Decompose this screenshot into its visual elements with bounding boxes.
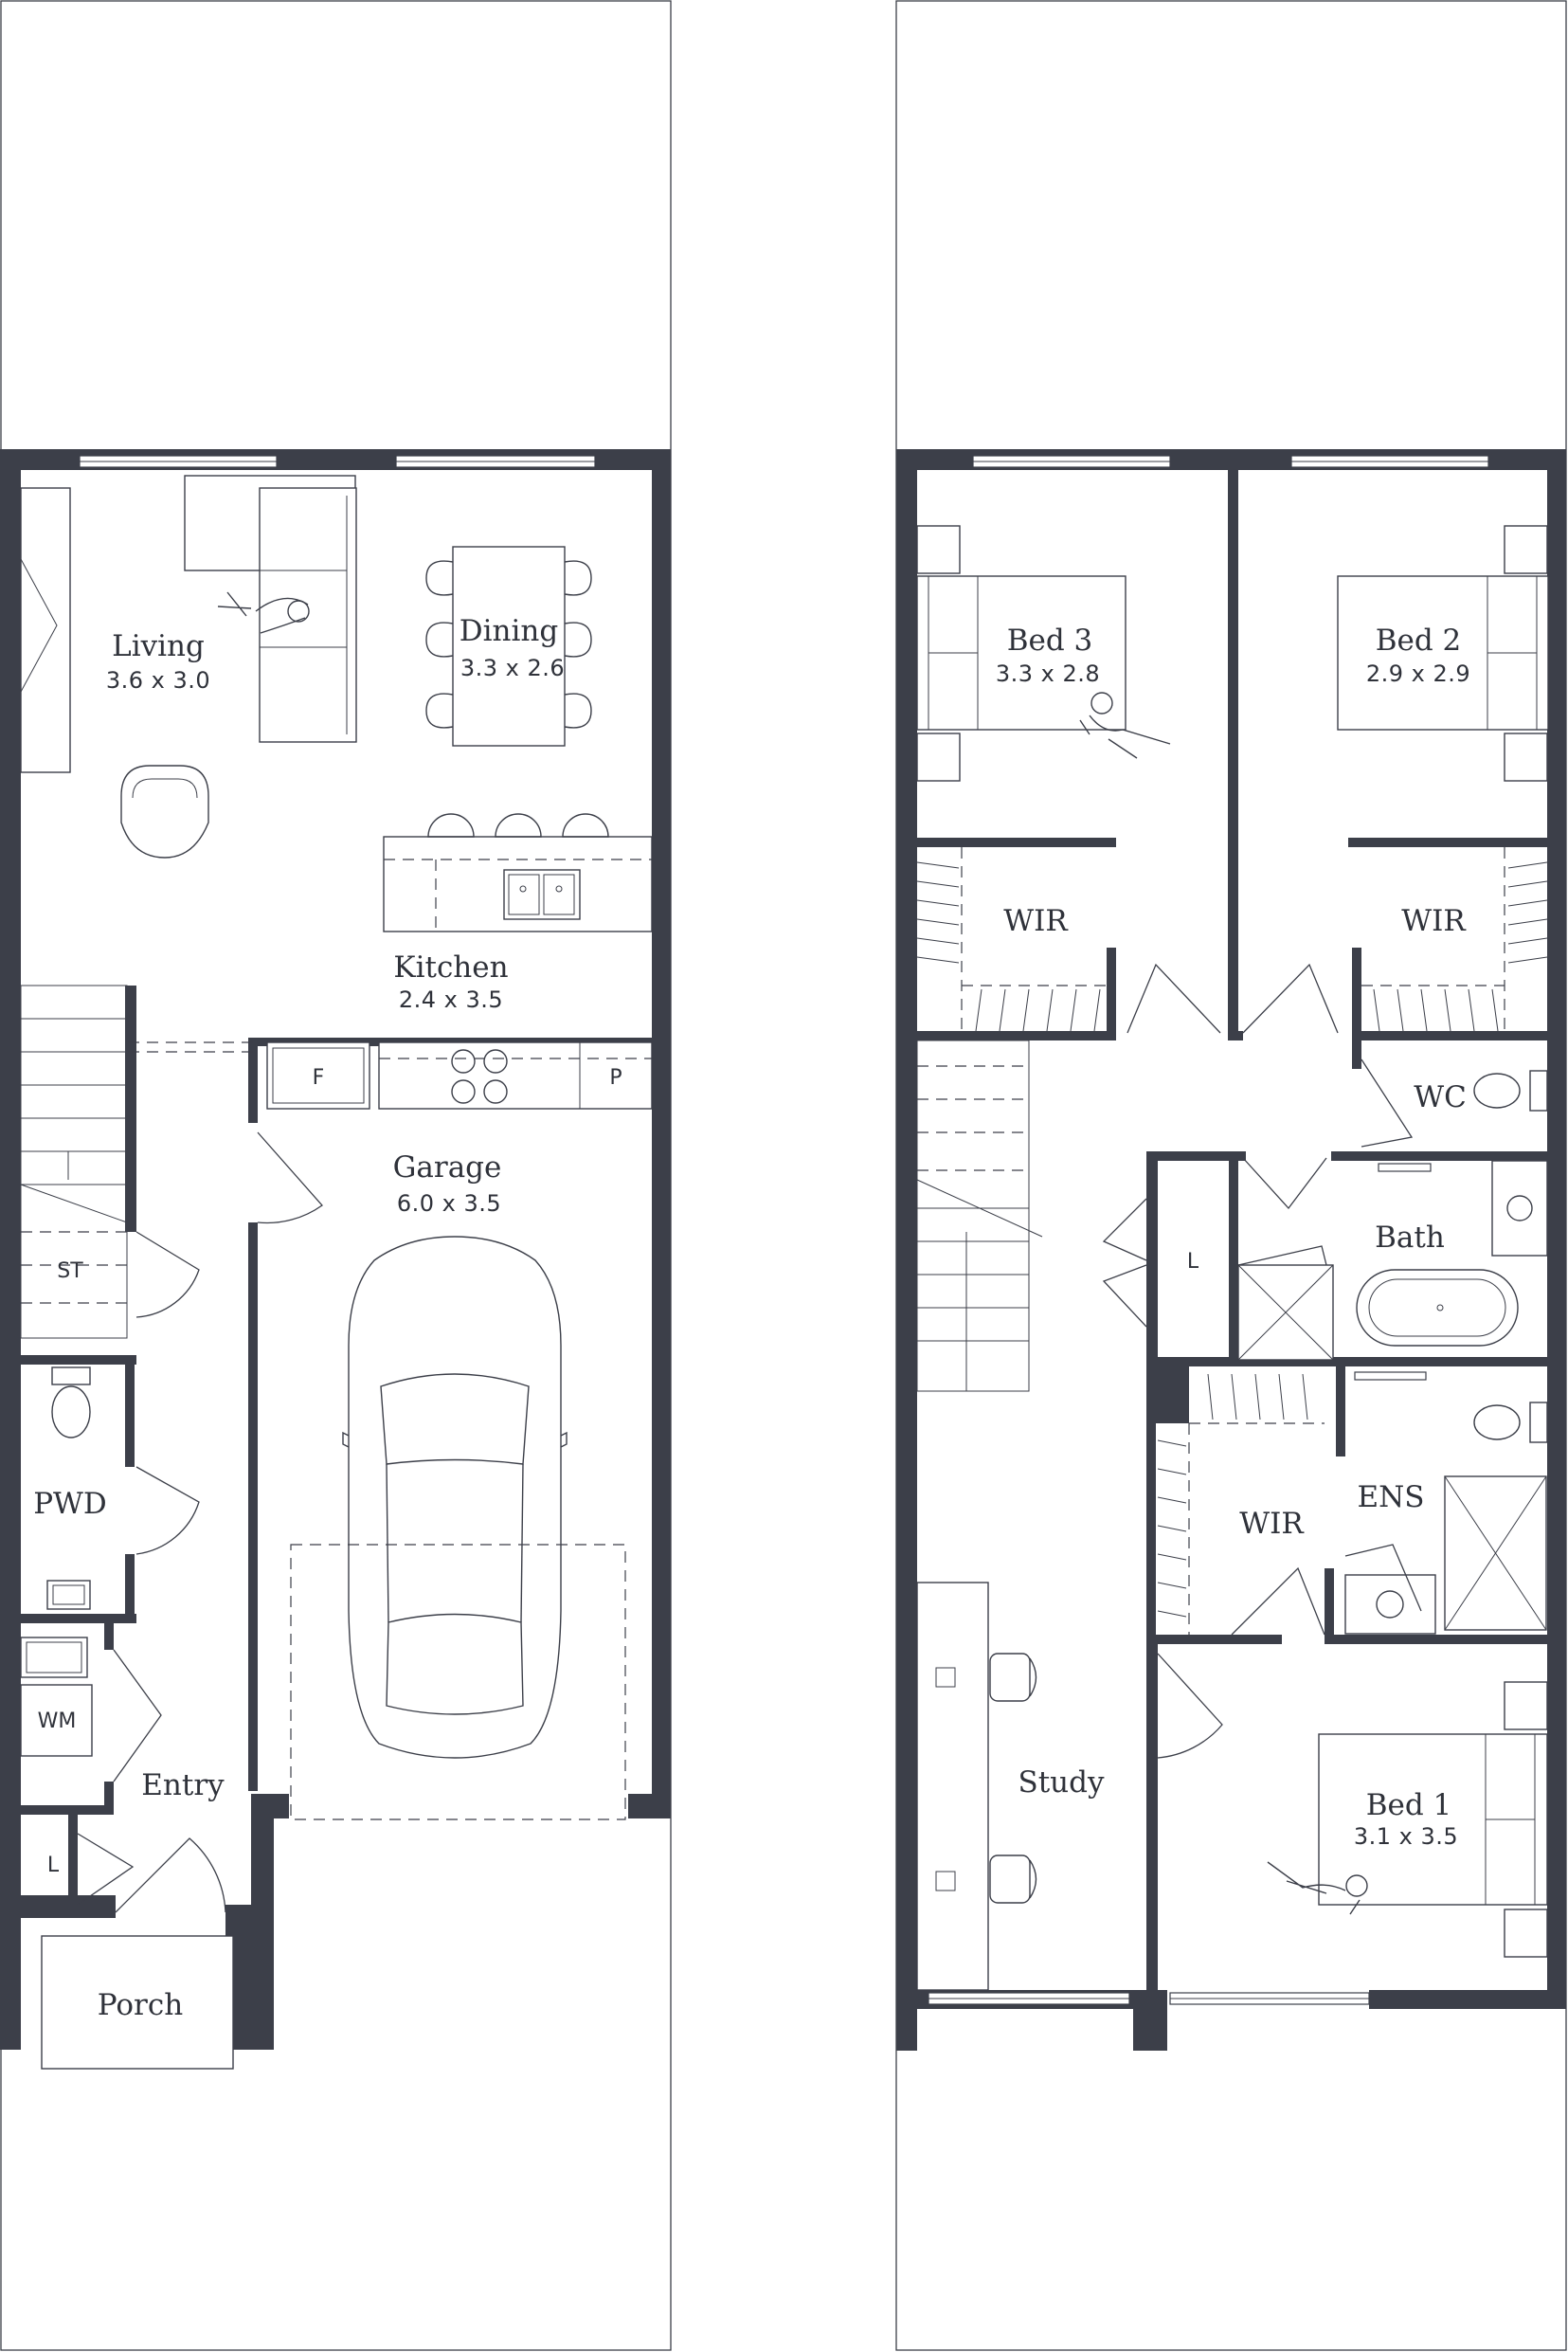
wir-bed1-door	[1231, 1566, 1325, 1636]
laundry-trough	[20, 1637, 88, 1678]
laundry-door	[113, 1649, 162, 1782]
study-label: Study	[1018, 1765, 1105, 1800]
ground-interior-walls	[0, 986, 652, 1909]
fridge-label: F	[313, 1066, 325, 1090]
bed3-dims: 3.3 x 2.8	[996, 660, 1100, 687]
dining-label: Dining	[460, 614, 558, 648]
store-door	[135, 1231, 200, 1318]
person-figure-icon	[1079, 692, 1171, 759]
upper-exterior-walls	[896, 449, 1566, 2051]
ensuite-door	[1344, 1544, 1422, 1612]
armchair	[120, 765, 209, 859]
wir-bed2-label: WIR	[1401, 904, 1467, 938]
bed2-bedside-right	[1504, 733, 1548, 782]
computer-2	[935, 1871, 956, 1891]
pwd-door	[135, 1466, 200, 1555]
upper-stairs	[916, 1040, 1043, 1392]
wir-bed1-robe	[1157, 1373, 1325, 1635]
study-chair-2	[989, 1854, 1037, 1904]
kitchen-dims: 2.4 x 3.5	[399, 986, 503, 1013]
porch-slab	[41, 1935, 234, 2070]
pwd-toilet	[51, 1366, 91, 1438]
dining-chairs	[425, 560, 592, 729]
cooktop	[451, 1049, 508, 1104]
linen-cupboard-label: L	[47, 1854, 60, 1877]
pwd-label: PWD	[33, 1487, 107, 1521]
upper-linen-label: L	[1187, 1250, 1199, 1274]
bath-door	[1242, 1157, 1327, 1210]
linen-door	[77, 1833, 135, 1906]
computer-1	[935, 1667, 956, 1688]
car-space	[290, 1544, 626, 1820]
bed2-bedside-left	[1504, 525, 1548, 574]
dining-dims: 3.3 x 2.6	[460, 655, 565, 681]
garage-dims: 6.0 x 3.5	[397, 1190, 501, 1217]
bed2-label: Bed 2	[1376, 624, 1462, 658]
study-desk	[916, 1582, 989, 1991]
ens-label: ENS	[1358, 1480, 1425, 1514]
kitchen-bench	[378, 1041, 653, 1110]
bath-label: Bath	[1375, 1221, 1445, 1255]
bathroom-shower-screen	[1237, 1245, 1327, 1266]
porch-label: Porch	[98, 1988, 183, 2022]
bed1-label: Bed 1	[1366, 1788, 1452, 1822]
living-label: Living	[112, 629, 205, 663]
bed1-bedside-right	[1504, 1909, 1548, 1958]
pantry-label: P	[609, 1066, 622, 1090]
kitchen-sink	[503, 869, 581, 920]
person-figure-icon	[217, 591, 310, 634]
bed1-bedside-left	[1504, 1681, 1548, 1730]
garage-internal-door	[257, 1131, 323, 1224]
bed3-bedside-right	[916, 733, 961, 782]
bed2-door	[1242, 963, 1339, 1034]
wir-bed3-label: WIR	[1003, 904, 1069, 938]
bed3-label: Bed 3	[1007, 624, 1093, 658]
ensuite-toilet	[1473, 1402, 1548, 1443]
fridge	[266, 1041, 370, 1110]
wir-bed2-robe	[1361, 847, 1548, 1032]
bath-basin	[1491, 1160, 1548, 1257]
upper-interior-walls	[917, 468, 1549, 1995]
upper-floor	[896, 449, 1566, 2051]
bed3-bedside-left	[916, 525, 961, 574]
study-chair-1	[989, 1653, 1037, 1702]
bed2-dims: 2.9 x 2.9	[1366, 660, 1470, 687]
front-door	[115, 1837, 226, 1913]
store-label: ST	[57, 1259, 83, 1283]
wc-door	[1361, 1058, 1414, 1148]
ground-stairs	[20, 985, 128, 1339]
ground-floor	[0, 449, 671, 2070]
linen-doors	[1102, 1198, 1147, 1328]
person-figure-icon	[1267, 1861, 1368, 1915]
bed3-door	[1126, 963, 1221, 1034]
tv-unit	[20, 487, 71, 773]
bar-stools	[427, 813, 609, 838]
entry-label: Entry	[141, 1768, 225, 1802]
wc-label: WC	[1414, 1080, 1467, 1114]
ensuite-basin	[1344, 1574, 1436, 1635]
wir-bed3-robe	[916, 847, 1107, 1032]
bed1-dims: 3.1 x 3.5	[1354, 1823, 1458, 1850]
kitchen-label: Kitchen	[393, 950, 508, 985]
wir-bed1-label: WIR	[1239, 1507, 1305, 1541]
garage-label: Garage	[393, 1150, 502, 1185]
car-icon	[342, 1236, 568, 1759]
wc-toilet	[1473, 1070, 1548, 1112]
washing-machine-label: WM	[38, 1710, 77, 1733]
bed1-door	[1157, 1653, 1223, 1759]
washing-machine	[20, 1684, 93, 1757]
living-dims: 3.6 x 3.0	[106, 667, 210, 694]
dining-table	[452, 546, 566, 747]
